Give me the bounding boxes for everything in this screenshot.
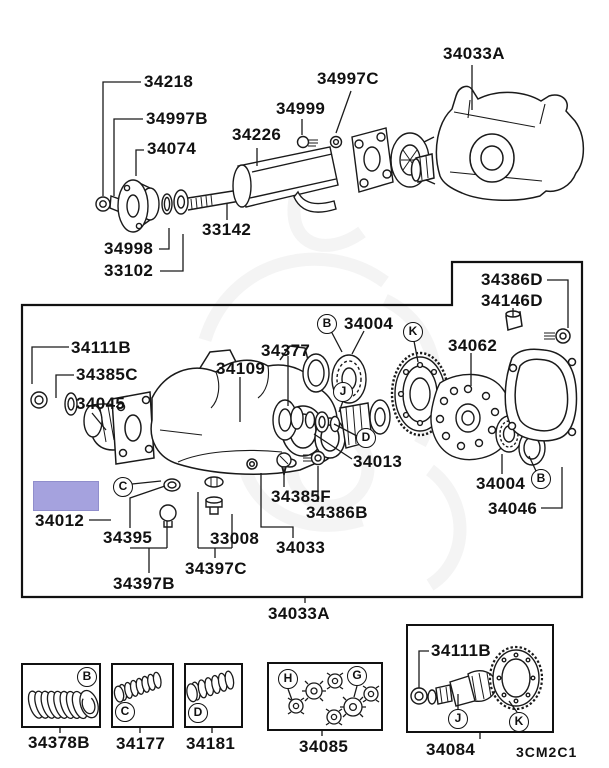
part-label-34226: 34226 <box>232 125 282 144</box>
part-label-34004-bottom: 34004 <box>476 474 526 493</box>
callout-h-inset: H <box>278 669 298 689</box>
part-label-34385c: 34385C <box>76 365 138 384</box>
callout-b-main-right: B <box>531 469 551 489</box>
callout-j-main: J <box>333 382 353 402</box>
part-label-34033a-bottom: 34033A <box>268 604 330 623</box>
callout-j-inset: J <box>448 709 468 729</box>
part-label-34386b: 34386B <box>306 503 368 522</box>
part-label-34004-top: 34004 <box>344 314 394 333</box>
part-label-34062: 34062 <box>448 336 498 355</box>
callout-b-main-top: B <box>317 314 337 334</box>
part-label-34377: 34377 <box>261 341 311 360</box>
differential-carrier-top-art <box>410 85 585 202</box>
part-label-34109: 34109 <box>216 359 266 378</box>
callout-b-inset: B <box>77 667 97 687</box>
propeller-shaft-assembly-art <box>95 127 436 233</box>
part-label-34385f: 34385F <box>271 487 332 506</box>
selected-part-highlight-34012[interactable] <box>33 481 99 511</box>
callout-d-inset: D <box>188 703 208 723</box>
part-label-33008: 33008 <box>210 529 260 548</box>
callout-c-main: C <box>113 477 133 497</box>
part-label-34177: 34177 <box>116 734 166 753</box>
part-label-34999: 34999 <box>276 99 326 118</box>
part-label-34998: 34998 <box>104 239 154 258</box>
spring-kits-art <box>27 670 235 720</box>
part-label-34181: 34181 <box>186 734 236 753</box>
part-label-34386d: 34386D <box>481 270 543 289</box>
part-label-34013: 34013 <box>353 452 403 471</box>
part-label-34397c: 34397C <box>185 559 247 578</box>
part-label-34218: 34218 <box>144 72 194 91</box>
part-label-33102: 33102 <box>104 261 154 280</box>
part-label-34146d: 34146D <box>481 291 543 310</box>
part-label-34012: 34012 <box>35 511 85 530</box>
callout-k-inset: K <box>509 712 529 732</box>
part-label-34395: 34395 <box>103 528 153 547</box>
part-label-34084: 34084 <box>426 740 476 759</box>
part-label-34046: 34046 <box>488 499 538 518</box>
side-cover-art <box>504 310 578 442</box>
callout-g-inset: G <box>347 666 367 686</box>
part-label-34378b: 34378B <box>28 733 90 752</box>
part-label-34033: 34033 <box>276 538 326 557</box>
main-diagram-box <box>20 260 584 599</box>
part-label-33142: 33142 <box>202 220 252 239</box>
part-label-34397b: 34397B <box>113 574 175 593</box>
inset-boxes <box>21 624 554 739</box>
part-label-34085: 34085 <box>299 737 349 756</box>
callout-c-inset: C <box>115 702 135 722</box>
part-label-34074: 34074 <box>147 139 197 158</box>
ring-gear-diff-case-art <box>390 351 546 466</box>
part-label-34045: 34045 <box>76 394 126 413</box>
plugs-bolts-art <box>159 450 326 528</box>
gear-set-art <box>410 645 544 713</box>
callout-d-main: D <box>356 428 376 448</box>
part-label-34033a-top: 34033A <box>443 44 505 63</box>
callout-k-main: K <box>403 322 423 342</box>
part-label-34997b: 34997B <box>146 109 208 128</box>
drawing-code: 3CM2C1 <box>516 744 578 760</box>
gear-kit-art <box>287 672 380 726</box>
part-label-34997c: 34997C <box>317 69 379 88</box>
part-label-34111b-inset: 34111B <box>431 641 492 660</box>
part-label-34111b: 34111B <box>71 338 132 357</box>
leader-lines <box>31 65 569 603</box>
